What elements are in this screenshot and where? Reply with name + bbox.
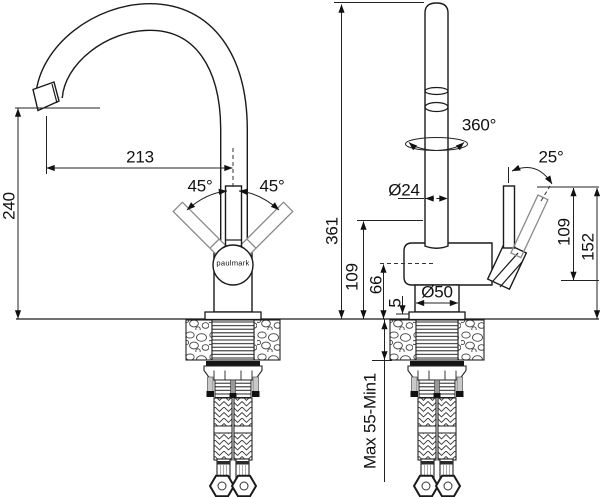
counter-thickness-dimension: Max 55-Min1 (361, 319, 392, 482)
rotation-indicator (405, 137, 468, 151)
front-view: paulmark 213 240 45° 45° (0, 2, 294, 319)
dim-handle-tilt: 25° (538, 148, 563, 167)
brand-logo-text: paulmark (216, 259, 249, 268)
dim-swing-left: 45° (187, 177, 212, 196)
dim-base-diameter: Ø50 (421, 283, 453, 302)
spout-nozzle (32, 81, 60, 112)
dim-swing-right: 45° (259, 177, 284, 196)
undercounter-side (389, 311, 485, 497)
dim-counter-thickness: Max 55-Min1 (361, 373, 380, 469)
handle-side (502, 185, 516, 249)
side-view: 361 360° Ø24 25° 109 66 5 Ø50 109 (323, 2, 600, 333)
dim-spout-height: 240 (0, 192, 19, 220)
faucet-body-side (403, 2, 551, 313)
side-dimensions: 361 360° Ø24 25° 109 66 5 Ø50 109 (323, 2, 600, 333)
valve-cap (486, 241, 528, 291)
logo-medallion (212, 244, 254, 286)
ghost-handle-tilted (510, 194, 549, 259)
front-dimensions: 213 240 45° 45° (0, 107, 285, 319)
dim-overall-height: 361 (323, 217, 342, 245)
handle-front (224, 185, 243, 247)
dim-tube-diameter: Ø24 (388, 181, 420, 200)
dim-handle-top-height: 152 (579, 233, 598, 261)
dim-axis-height: 66 (367, 276, 386, 295)
dim-outlet-height: 109 (343, 263, 362, 291)
ghost-handle-left (172, 201, 228, 257)
undercounter-front (185, 311, 281, 497)
dim-rotation: 360° (462, 116, 496, 135)
faucet-body-front: paulmark (32, 2, 294, 313)
dim-base-plate: 5 (386, 298, 405, 307)
dim-handle-length: 109 (555, 218, 574, 246)
dim-spout-reach: 213 (126, 148, 154, 167)
